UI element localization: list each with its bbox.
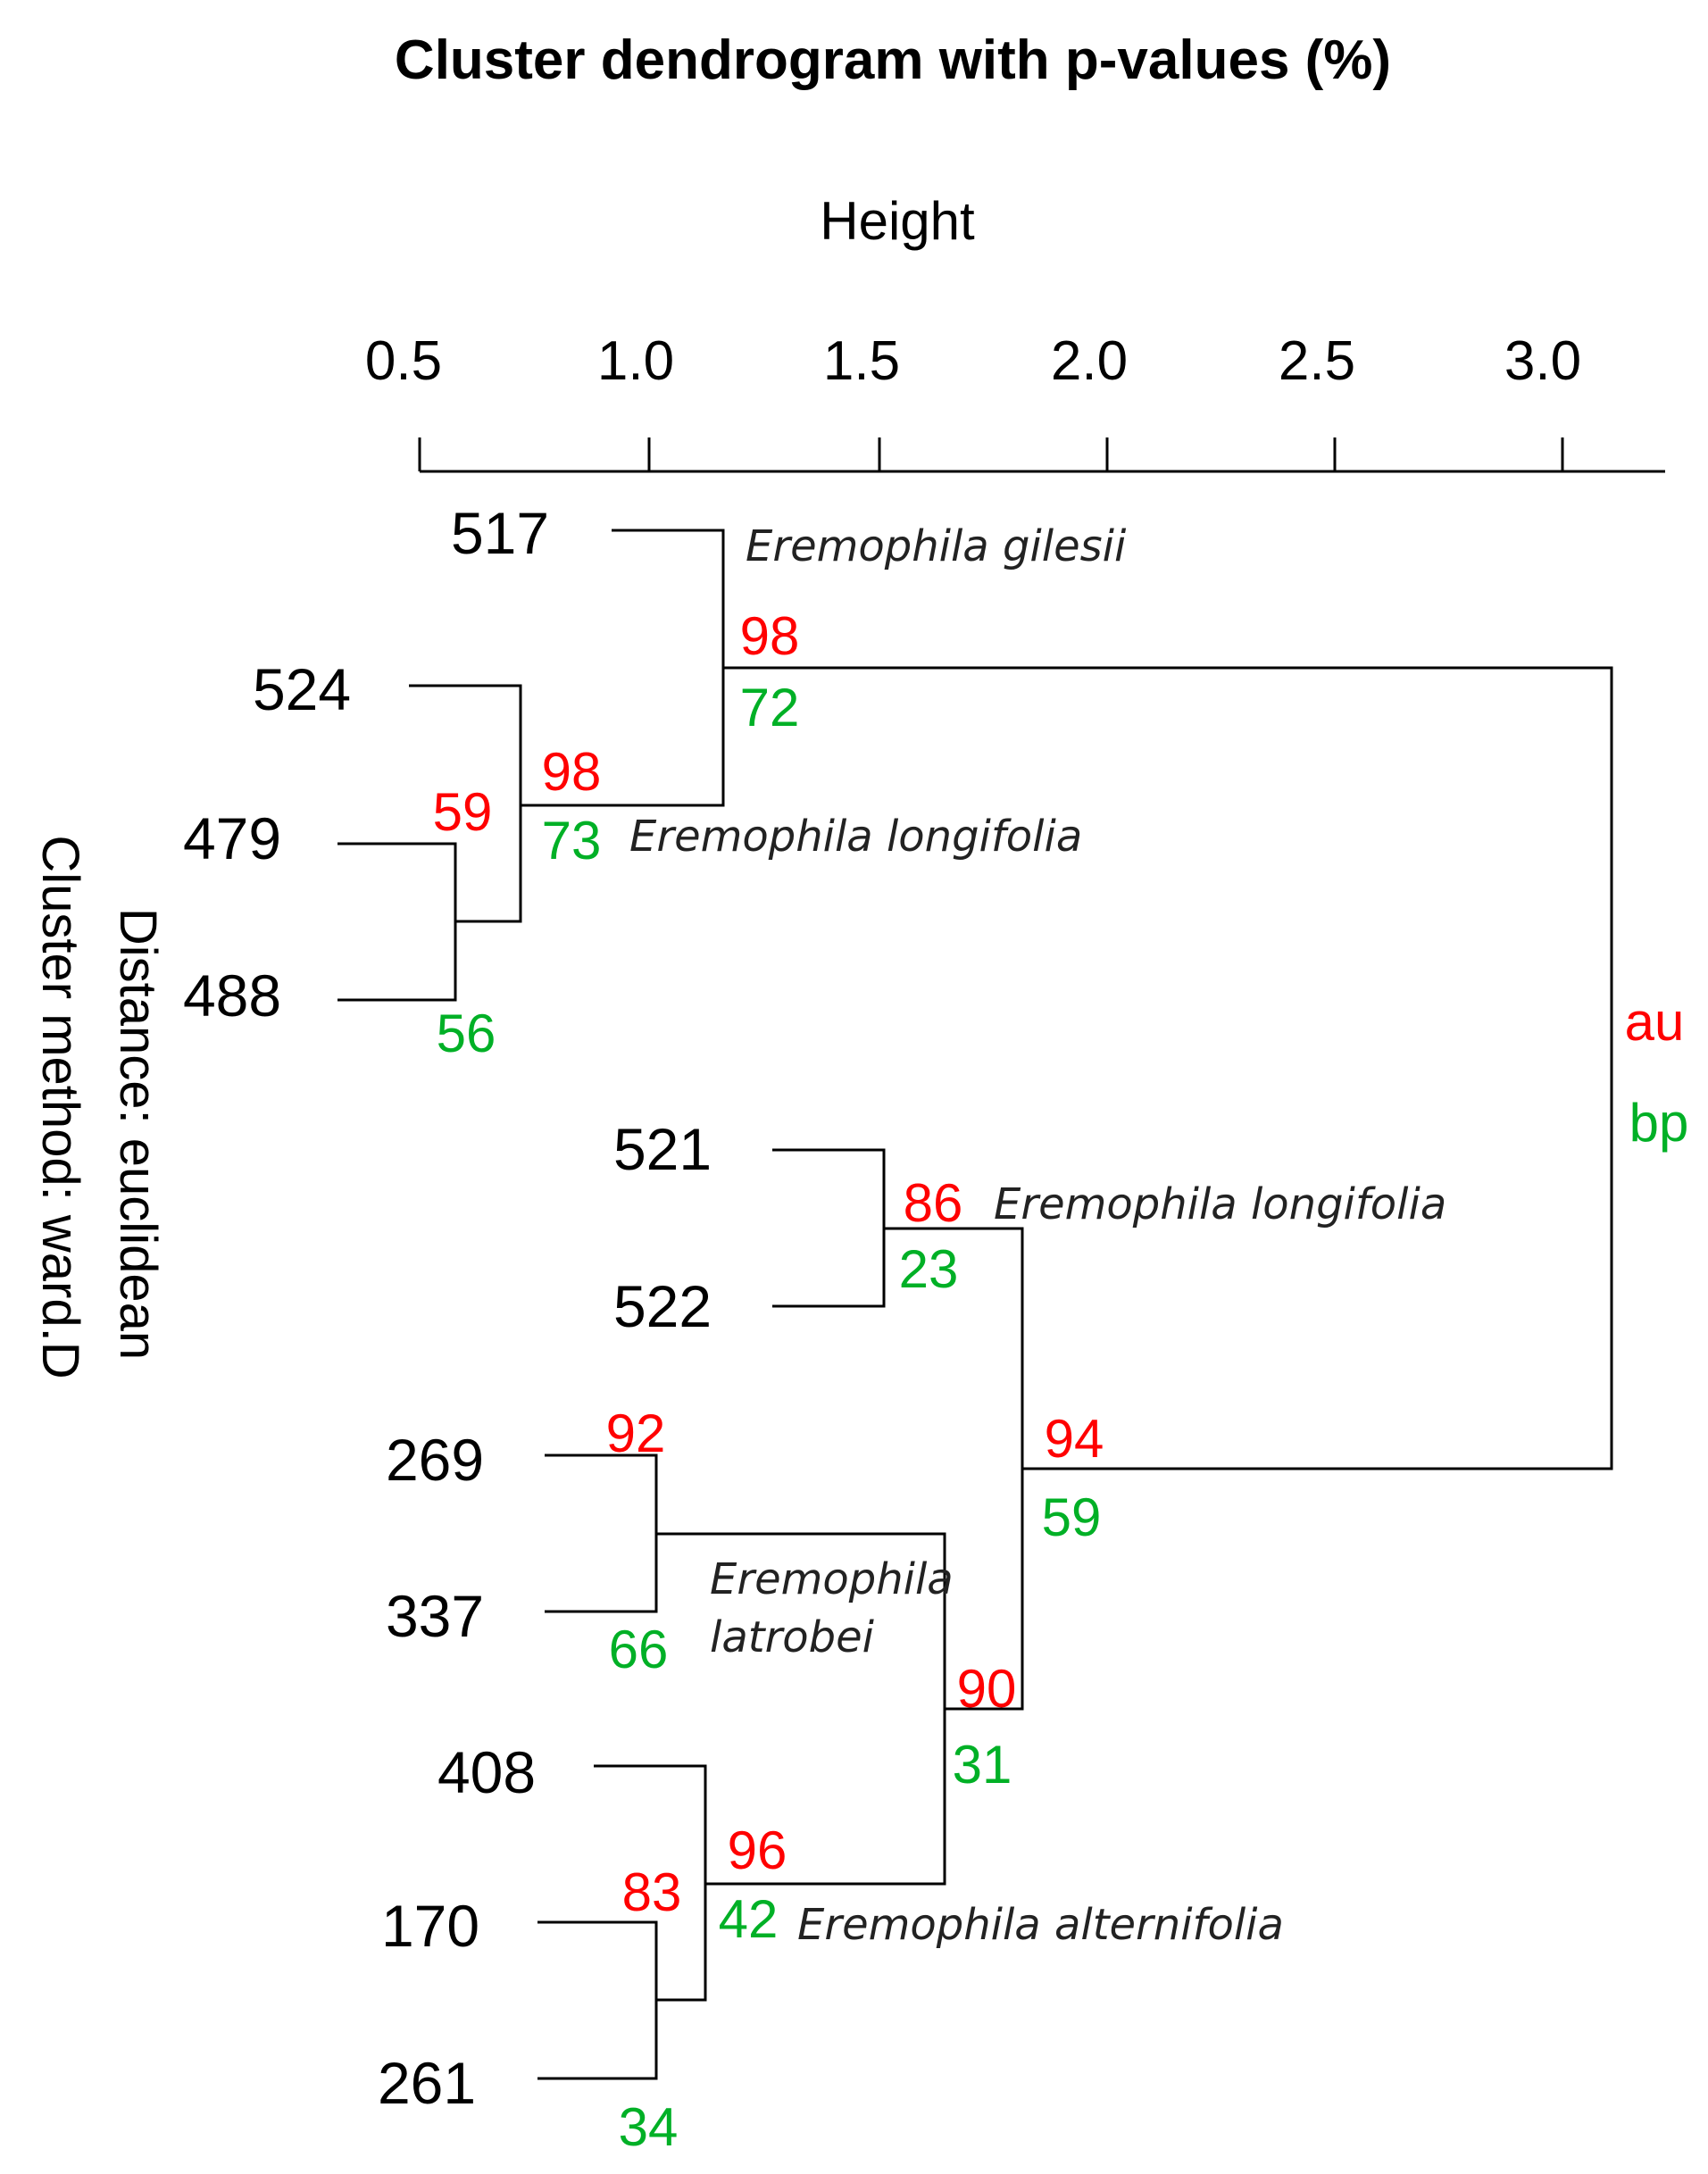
tick-label: 1.0	[597, 330, 674, 392]
au-value: 92	[606, 1404, 666, 1463]
species-label-latrobei: latrobei	[710, 1612, 875, 1662]
chart-title: Cluster dendrogram with p-values (%)	[395, 29, 1391, 91]
distance-label: Distance: euclidean	[109, 908, 167, 1360]
bp-value: 73	[542, 811, 602, 870]
tick-label: 1.5	[823, 330, 900, 392]
leaf-label: 261	[378, 2050, 476, 2116]
leaf-label: 170	[381, 1893, 479, 1959]
cluster-method-label: Cluster method: ward.D	[31, 835, 89, 1379]
legend-au: au	[1625, 992, 1685, 1052]
tick-label: 2.0	[1051, 330, 1128, 392]
au-value: 59	[433, 782, 493, 842]
branch-269-337	[545, 1453, 658, 1613]
leaf-label: 522	[613, 1273, 712, 1339]
bp-value: 23	[899, 1239, 959, 1299]
bp-value: 56	[437, 1004, 496, 1063]
leaf-label: 337	[386, 1583, 484, 1649]
branch-524	[409, 684, 522, 923]
leaf-label: 521	[613, 1116, 712, 1182]
au-value: 98	[542, 742, 602, 802]
tick-label: 2.5	[1279, 330, 1355, 392]
species-label-longifolia: Eremophila longifolia	[994, 1179, 1446, 1229]
leaf-label: 517	[451, 500, 549, 566]
tick-label: 3.0	[1504, 330, 1581, 392]
bp-value: 42	[719, 1889, 779, 1949]
branch-lower-group	[884, 1227, 1024, 1711]
branch-479-488	[337, 842, 457, 1002]
tick-label: 0.5	[365, 330, 442, 392]
legend-bp: bp	[1629, 1093, 1689, 1153]
leaf-label: 269	[386, 1427, 484, 1493]
branch-170-261	[537, 1920, 658, 2080]
bp-value: 34	[619, 2097, 679, 2157]
bp-value: 72	[740, 678, 800, 737]
branch-root	[723, 666, 1613, 1470]
species-label-gilesii: Eremophila gilesii	[746, 521, 1127, 571]
species-label-alternifolia: Eremophila alternifolia	[797, 1900, 1284, 1950]
bp-value: 66	[609, 1620, 669, 1679]
bp-value: 59	[1042, 1487, 1102, 1547]
au-value: 98	[740, 606, 800, 666]
au-value: 90	[957, 1659, 1017, 1719]
leaf-label: 408	[437, 1739, 536, 1805]
au-value: 96	[728, 1820, 787, 1880]
species-label-latrobei: Eremophila	[710, 1554, 954, 1604]
au-value: 94	[1045, 1409, 1104, 1469]
branch-521-522	[772, 1148, 886, 1308]
axis-title: Height	[820, 191, 975, 251]
bp-value: 31	[953, 1735, 1012, 1795]
leaf-label: 524	[253, 656, 351, 722]
au-value: 86	[904, 1173, 963, 1233]
leaf-label: 488	[183, 962, 281, 1029]
leaf-label: 479	[183, 805, 281, 871]
au-value: 83	[622, 1862, 682, 1922]
species-label-longifolia: Eremophila longifolia	[629, 812, 1082, 862]
